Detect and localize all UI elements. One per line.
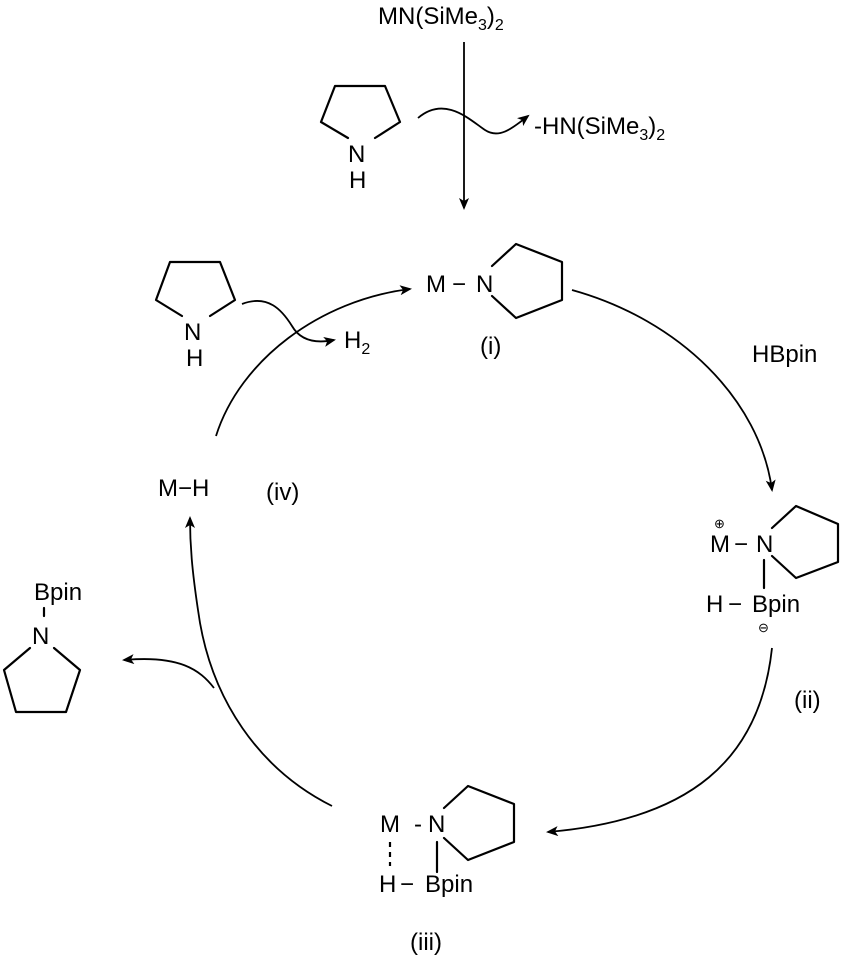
species-iii-n: N — [428, 811, 445, 838]
h2-release-curved-arrow — [241, 300, 336, 347]
species-ii-n: N — [756, 531, 773, 558]
species-iii-hb-bond: − — [400, 871, 414, 898]
species-iv-label: (iv) — [266, 479, 299, 506]
species-iii-h: H — [379, 871, 396, 898]
pyrrolidine-top-n: N — [348, 141, 365, 168]
species-ii-label: (ii) — [794, 687, 821, 714]
species-ii-bpin: Bpin — [752, 591, 800, 618]
byproduct-curved-arrow — [417, 107, 530, 135]
species-ii-m: M — [710, 531, 730, 558]
pyrrolidine-top-h: H — [349, 167, 366, 194]
species-i: M − N (i) — [426, 242, 564, 360]
byproduct-hn-sime3-2: -HN(SiMe3)2 — [534, 113, 665, 144]
species-iii-bpin: Bpin — [425, 871, 473, 898]
pyrrolidine-left-h: H — [186, 345, 203, 372]
product-n: N — [32, 623, 49, 650]
pyrrolidine-left-n: N — [184, 319, 201, 346]
species-i-bond: − — [452, 271, 466, 298]
arrow-ii-to-iii — [546, 647, 773, 837]
species-i-label: (i) — [480, 333, 501, 360]
species-iii-mn-dash: - — [414, 811, 422, 838]
arrow-product-release — [122, 654, 215, 689]
reagent-mn-sime3-2: MN(SiMe3)2 — [378, 3, 504, 34]
species-ii-hb-bond: − — [728, 591, 742, 618]
species-iii-m: M — [380, 811, 400, 838]
h2-byproduct: H2 — [344, 327, 370, 358]
arrow-i-to-ii — [571, 289, 776, 492]
species-ii: ⊕ M − N H − Bpin ⊖ (ii) — [706, 504, 840, 714]
pyrrolidine-left: N H — [154, 260, 237, 372]
reagent-hbpin: HBpin — [752, 341, 817, 368]
species-iv: M−H (iv) — [158, 475, 299, 506]
species-i-m: M — [426, 271, 446, 298]
species-iv-m-h: M−H — [158, 475, 209, 502]
species-ii-bond: − — [734, 531, 748, 558]
species-ii-h: H — [706, 591, 723, 618]
species-ii-minus-charge: ⊖ — [758, 620, 769, 635]
species-i-n: N — [476, 271, 493, 298]
species-ii-plus-charge: ⊕ — [714, 516, 725, 531]
species-iii-label: (iii) — [410, 929, 442, 956]
product-n-bpin-pyrrolidine: Bpin N — [2, 579, 82, 714]
arrow-iv-to-i — [215, 285, 412, 437]
species-iii: M - N H − Bpin (iii) — [379, 784, 516, 956]
pyrrolidine-top: N H — [319, 84, 402, 194]
arrow-iii-to-iv — [185, 516, 333, 807]
product-bpin: Bpin — [34, 579, 82, 606]
